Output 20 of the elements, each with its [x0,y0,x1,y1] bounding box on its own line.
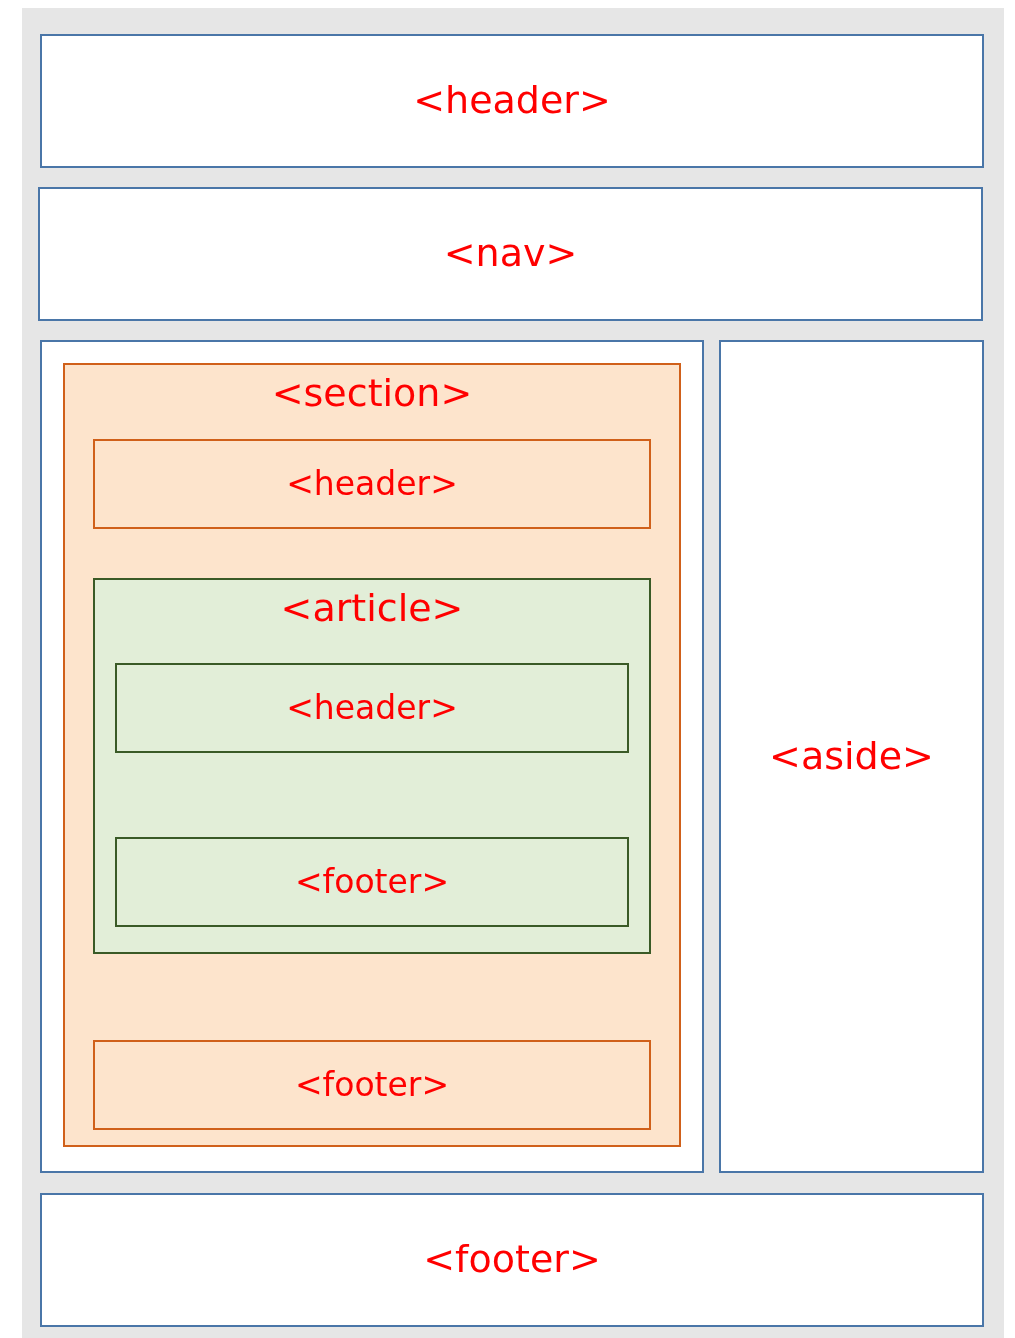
layout-region [115,663,629,753]
layout-region [93,1040,651,1130]
layout-region [40,1193,984,1327]
layout-region [38,187,983,321]
tag-label: <aside> [769,735,934,778]
tag-label: <section> [271,373,473,415]
tag-label: <footer> [294,863,450,901]
tag-label: <nav> [443,233,578,275]
layout-region [40,34,984,168]
layout-region [719,340,984,1173]
tag-label: <header> [286,465,458,503]
tag-label: <header> [413,80,611,122]
page-background [22,8,1004,1338]
tag-label: <footer> [294,1066,450,1104]
layout-region [115,837,629,927]
tag-label: <header> [286,689,458,727]
tag-label: <article> [280,588,464,630]
tag-label: <footer> [423,1239,601,1281]
layout-region [93,439,651,529]
layout-region [93,578,651,954]
